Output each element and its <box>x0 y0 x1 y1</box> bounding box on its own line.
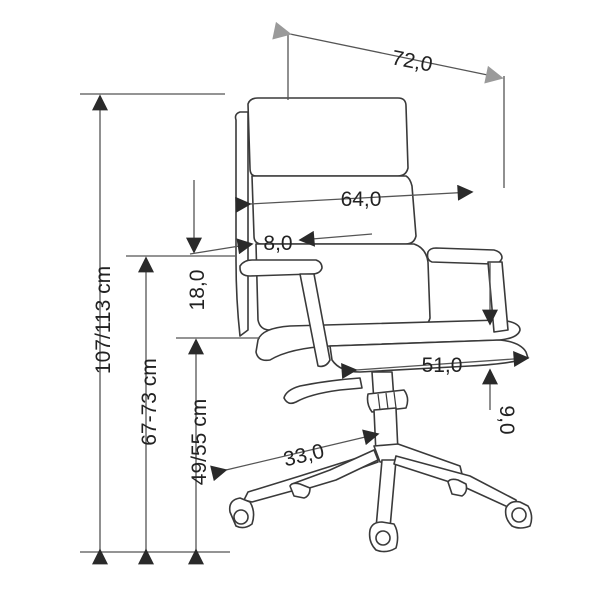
total-height-label: 107/113 cm <box>92 266 115 374</box>
back-to-arm-label: 18,0 <box>186 270 209 311</box>
armrest-width-label: 8,0 <box>263 232 292 255</box>
seat-depth-label: 51,0 <box>422 354 463 377</box>
dimension-lines <box>92 21 530 565</box>
arm-height-label: 67-73 cm <box>138 358 161 446</box>
left-armrest-pad <box>239 259 323 277</box>
backrest-frame <box>234 111 249 337</box>
tilt-lever <box>283 377 363 405</box>
base-radius-label: 33,0 <box>281 440 326 472</box>
total-width-dimension-line <box>272 21 504 84</box>
dimension-labels: 72,0 64,0 8,0 18,0 51,0 9,0 33,0 107/113… <box>92 46 518 485</box>
right-armrest-pad <box>426 247 503 265</box>
total-width-label: 72,0 <box>390 46 435 76</box>
armrest-width-dimension-line <box>189 238 254 255</box>
back-width-label: 64,0 <box>341 188 382 211</box>
backrest-lower-cushion <box>255 243 431 331</box>
base-radius-dimension-line <box>210 429 380 482</box>
seat-thickness-label: 9,0 <box>495 405 518 434</box>
back-width-dimension-line <box>235 184 474 213</box>
seat-height-label: 49/55 cm <box>188 399 211 485</box>
caster-wheels <box>228 478 533 553</box>
backrest-top-cushion <box>247 97 409 177</box>
left-armrest-support <box>299 273 331 368</box>
seat-depth-dimension-line <box>341 351 530 379</box>
chair-drawing <box>228 97 533 553</box>
